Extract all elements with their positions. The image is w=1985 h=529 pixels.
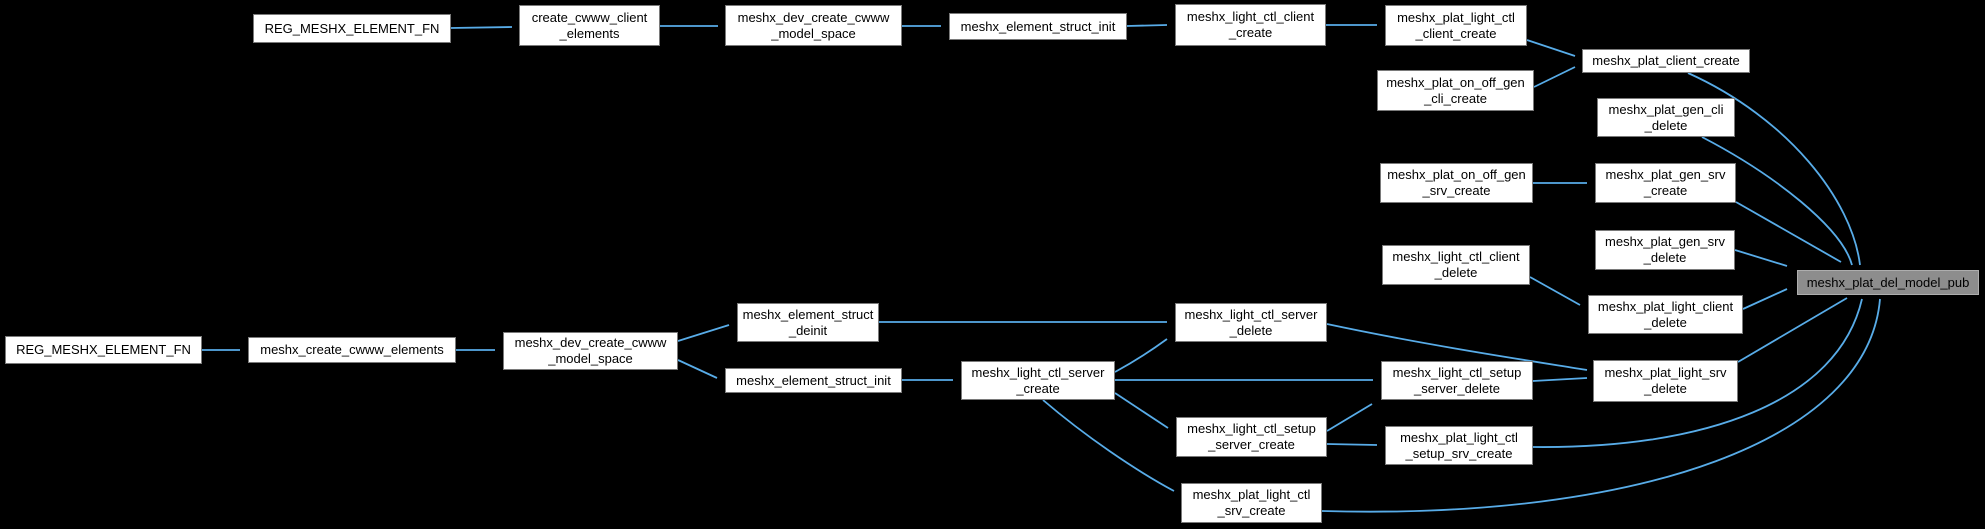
node-meshx-light-ctl-setup-server-delete[interactable]: meshx_light_ctl_setup_server_delete	[1381, 361, 1533, 400]
node-create-cwww-client-elements[interactable]: create_cwww_client_elements	[519, 5, 660, 46]
node-label: _delete	[1229, 322, 1273, 338]
node-meshx-light-ctl-client-delete[interactable]: meshx_light_ctl_client_delete	[1382, 245, 1530, 285]
edge-meshx-plat-gen-cli-delete--meshx-plat-del-model-pub	[1701, 136, 1853, 266]
edge-meshx-light-ctl-client-delete--meshx-plat-light-client-delete	[1529, 276, 1581, 306]
node-label: meshx_element_struct	[742, 306, 874, 322]
node-label: _delete	[1644, 381, 1687, 396]
node-meshx-plat-light-client-delete[interactable]: meshx_plat_light_client_delete	[1588, 295, 1743, 334]
node-label: create_cwww_client	[531, 9, 648, 25]
edge-meshx-plat-light-client-delete--meshx-plat-del-model-pub	[1742, 288, 1788, 310]
node-label: meshx_plat_light_ctl	[1397, 9, 1515, 25]
edge-meshx-light-ctl-setup-server-create--meshx-light-ctl-setup-server-delete	[1326, 403, 1373, 432]
node-meshx-element-struct-init-1[interactable]: meshx_element_struct_init	[949, 13, 1127, 40]
node-label: meshx_plat_client_create	[1592, 53, 1740, 68]
node-meshx-light-ctl-client-create[interactable]: meshx_light_ctl_client_create	[1175, 4, 1326, 46]
node-label: _deinit	[788, 322, 828, 338]
node-label: meshx_light_ctl_setup	[1392, 364, 1522, 380]
node-label: meshx_dev_create_cwww	[737, 9, 890, 25]
node-meshx-plat-light-ctl-client-create[interactable]: meshx_plat_light_ctl_client_create	[1385, 5, 1527, 46]
edge-meshx-plat-light-ctl-client-create--meshx-plat-client-create	[1526, 39, 1576, 57]
node-label: _delete	[1644, 314, 1687, 330]
node-label: meshx_create_cwww_elements	[260, 342, 444, 357]
node-label: REG_MESHX_ELEMENT_FN	[264, 20, 440, 36]
node-label: _server_create	[1208, 437, 1295, 452]
node-meshx-plat-del-model-pub: meshx_plat_del_model_pub	[1797, 270, 1979, 295]
edge-meshx-plat-client-create--meshx-plat-del-model-pub	[1687, 72, 1861, 266]
node-meshx-dev-create-cwww-model-space-2[interactable]: meshx_dev_create_cwww_model_space	[503, 332, 678, 370]
node-meshx-light-ctl-setup-server-create[interactable]: meshx_light_ctl_setup_server_create	[1176, 417, 1327, 457]
edge-meshx-plat-gen-srv-delete--meshx-plat-del-model-pub	[1734, 249, 1788, 267]
node-meshx-plat-light-srv-delete[interactable]: meshx_plat_light_srv_delete	[1593, 360, 1738, 402]
node-label: meshx_plat_gen_srv	[1605, 234, 1725, 249]
node-label: meshx_plat_light_ctl	[1400, 429, 1518, 445]
node-label: _server_delete	[1414, 380, 1500, 396]
node-label: meshx_plat_light_ctl	[1192, 487, 1311, 502]
node-label: meshx_plat_light_srv	[1604, 365, 1727, 380]
edge-meshx-light-ctl-setup-server-create--meshx-plat-light-ctl-setup-srv-create	[1326, 443, 1378, 446]
edge-meshx-plat-light-ctl-srv-create--meshx-plat-del-model-pub	[1321, 298, 1881, 513]
edge-meshx-light-ctl-server-create--meshx-plat-light-ctl-srv-create	[1042, 399, 1175, 492]
edge-meshx-element-struct-init-1--meshx-light-ctl-client-create	[1126, 24, 1168, 27]
node-meshx-plat-gen-srv-create[interactable]: meshx_plat_gen_srv_create	[1595, 163, 1736, 203]
node-label: meshx_plat_light_client	[1597, 298, 1734, 314]
node-label: _model_space	[771, 25, 856, 41]
node-label: meshx_plat_gen_cli	[1608, 101, 1724, 117]
node-label: meshx_light_ctl_client	[1392, 249, 1520, 264]
node-label: meshx_plat_gen_srv	[1605, 167, 1726, 182]
node-label: meshx_dev_create_cwww	[514, 335, 667, 350]
node-label: _srv_create	[1217, 503, 1286, 518]
node-label: meshx_plat_del_model_pub	[1806, 274, 1970, 290]
node-label: meshx_light_ctl_server	[1184, 306, 1318, 322]
node-label: _srv_create	[1422, 183, 1491, 198]
node-meshx-element-struct-deinit[interactable]: meshx_element_struct_deinit	[737, 303, 879, 342]
node-reg-meshx-element-fn-2[interactable]: REG_MESHX_ELEMENT_FN	[5, 336, 202, 364]
edge-meshx-plat-gen-srv-create--meshx-plat-del-model-pub	[1735, 201, 1842, 263]
node-label: meshx_light_ctl_client	[1186, 9, 1315, 24]
node-meshx-plat-client-create[interactable]: meshx_plat_client_create	[1582, 49, 1750, 73]
node-reg-meshx-element-fn-1[interactable]: REG_MESHX_ELEMENT_FN	[253, 14, 451, 43]
edge-reg-meshx-element-fn-1--create-cwww-client-elements	[450, 26, 513, 29]
node-meshx-light-ctl-server-delete[interactable]: meshx_light_ctl_server_delete	[1175, 303, 1327, 342]
edge-group	[202, 24, 1881, 513]
node-meshx-plat-on-off-gen-cli-create[interactable]: meshx_plat_on_off_gen_cli_create	[1377, 70, 1534, 111]
node-label: meshx_element_struct_init	[736, 372, 891, 388]
edge-meshx-plat-light-ctl-setup-srv-create--meshx-plat-del-model-pub	[1532, 298, 1863, 448]
node-label: meshx_plat_on_off_gen	[1387, 167, 1526, 182]
node-label: meshx_light_ctl_setup	[1187, 421, 1316, 436]
node-label: _elements	[559, 25, 620, 41]
edge-meshx-dev-create-cwww-model-space-2--meshx-element-struct-deinit	[677, 324, 730, 342]
node-label: _client_create	[1415, 25, 1497, 41]
node-meshx-light-ctl-server-create[interactable]: meshx_light_ctl_server_create	[961, 361, 1115, 400]
node-label: _cli_create	[1424, 90, 1487, 106]
node-label: _create	[1016, 380, 1060, 396]
node-meshx-create-cwww-elements[interactable]: meshx_create_cwww_elements	[248, 337, 456, 363]
edge-meshx-plat-on-off-gen-cli-create--meshx-plat-client-create	[1533, 66, 1576, 88]
node-label: _create	[1643, 183, 1688, 198]
edge-meshx-light-ctl-server-create--meshx-light-ctl-server-delete	[1114, 338, 1168, 373]
node-meshx-dev-create-cwww-model-space-1[interactable]: meshx_dev_create_cwww_model_space	[725, 5, 902, 46]
node-label: _setup_srv_create	[1405, 445, 1513, 461]
node-meshx-plat-on-off-gen-srv-create[interactable]: meshx_plat_on_off_gen_srv_create	[1380, 163, 1533, 203]
node-label: meshx_element_struct_init	[960, 18, 1116, 34]
node-meshx-plat-light-ctl-srv-create[interactable]: meshx_plat_light_ctl_srv_create	[1181, 483, 1322, 523]
node-label: REG_MESHX_ELEMENT_FN	[16, 342, 191, 357]
node-meshx-plat-gen-cli-delete[interactable]: meshx_plat_gen_cli_delete	[1597, 98, 1735, 137]
edge-meshx-light-ctl-server-create--meshx-light-ctl-setup-server-create	[1114, 392, 1169, 429]
node-label: _create	[1228, 25, 1273, 40]
node-meshx-plat-gen-srv-delete[interactable]: meshx_plat_gen_srv_delete	[1595, 230, 1735, 270]
node-meshx-plat-light-ctl-setup-srv-create[interactable]: meshx_plat_light_ctl_setup_srv_create	[1385, 426, 1533, 465]
edge-meshx-light-ctl-server-delete--meshx-plat-light-srv-delete	[1326, 323, 1588, 371]
node-label: meshx_plat_on_off_gen	[1386, 74, 1525, 90]
node-label: _delete	[1644, 117, 1688, 133]
edge-meshx-plat-light-srv-delete--meshx-plat-del-model-pub	[1737, 297, 1848, 363]
node-label: _delete	[1434, 265, 1478, 280]
node-meshx-element-struct-init-2[interactable]: meshx_element_struct_init	[725, 368, 902, 393]
node-label: meshx_light_ctl_server	[971, 364, 1105, 380]
node-label: _delete	[1643, 250, 1687, 265]
edge-meshx-dev-create-cwww-model-space-2--meshx-element-struct-init-2	[677, 359, 718, 379]
edge-meshx-light-ctl-setup-server-delete--meshx-plat-light-srv-delete	[1532, 377, 1588, 382]
node-label: _model_space	[548, 351, 633, 366]
